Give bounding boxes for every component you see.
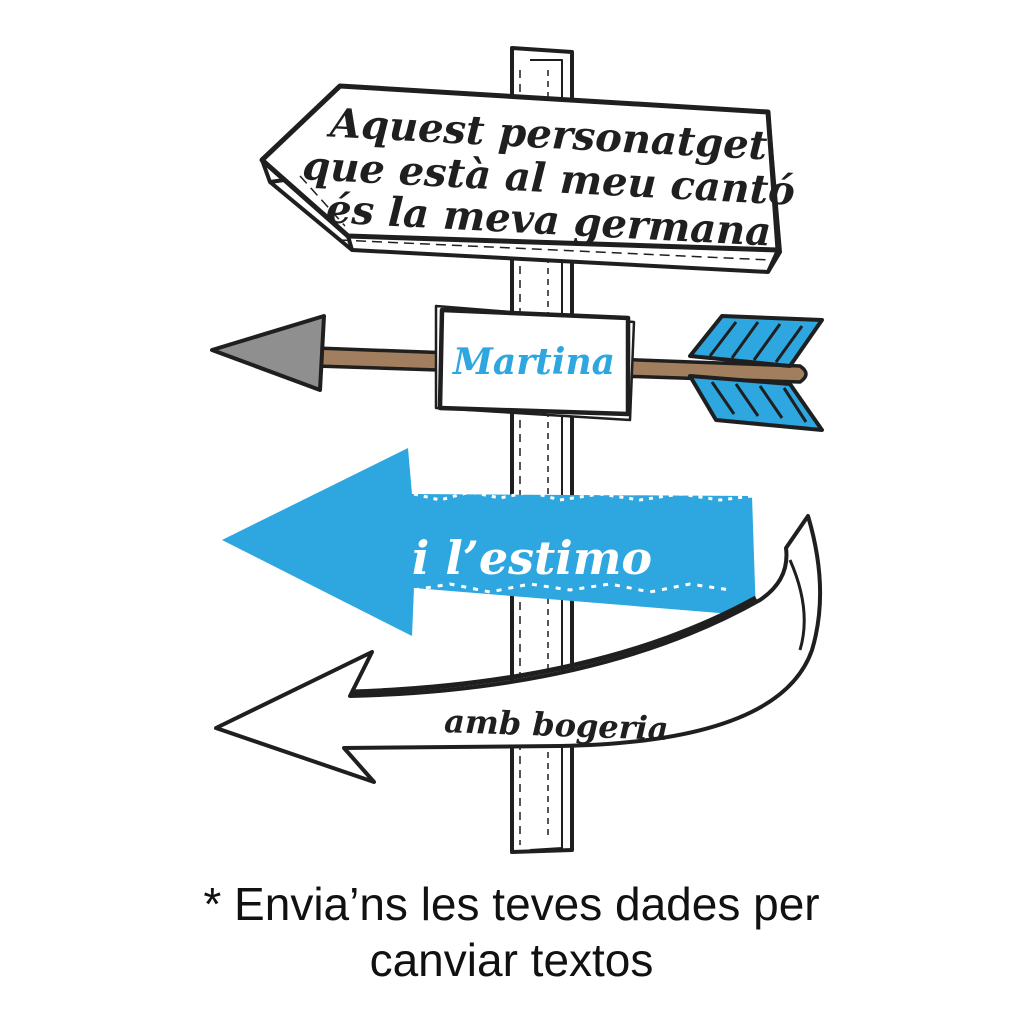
curved-arrow [214,514,823,784]
top-sign-text: Aquest personatget que està al meu cantó… [301,99,796,255]
curved-arrow-label: amb bogeria [444,702,670,748]
caption-line-2: canviar textos [369,934,654,986]
top-sign [259,83,782,274]
blue-arrow-label: i l’estimo [412,531,652,585]
arrowhead-icon [210,314,326,392]
fletching-upper [688,314,824,368]
fletching-lower [688,374,824,432]
caption-line-1: * Envia’ns les teves dades per [203,878,820,930]
blue-arrow [222,448,756,636]
name-label: Martina [451,341,615,383]
caption: * Envia’ns les teves dades per canviar t… [0,876,1023,988]
name-board [434,304,636,422]
